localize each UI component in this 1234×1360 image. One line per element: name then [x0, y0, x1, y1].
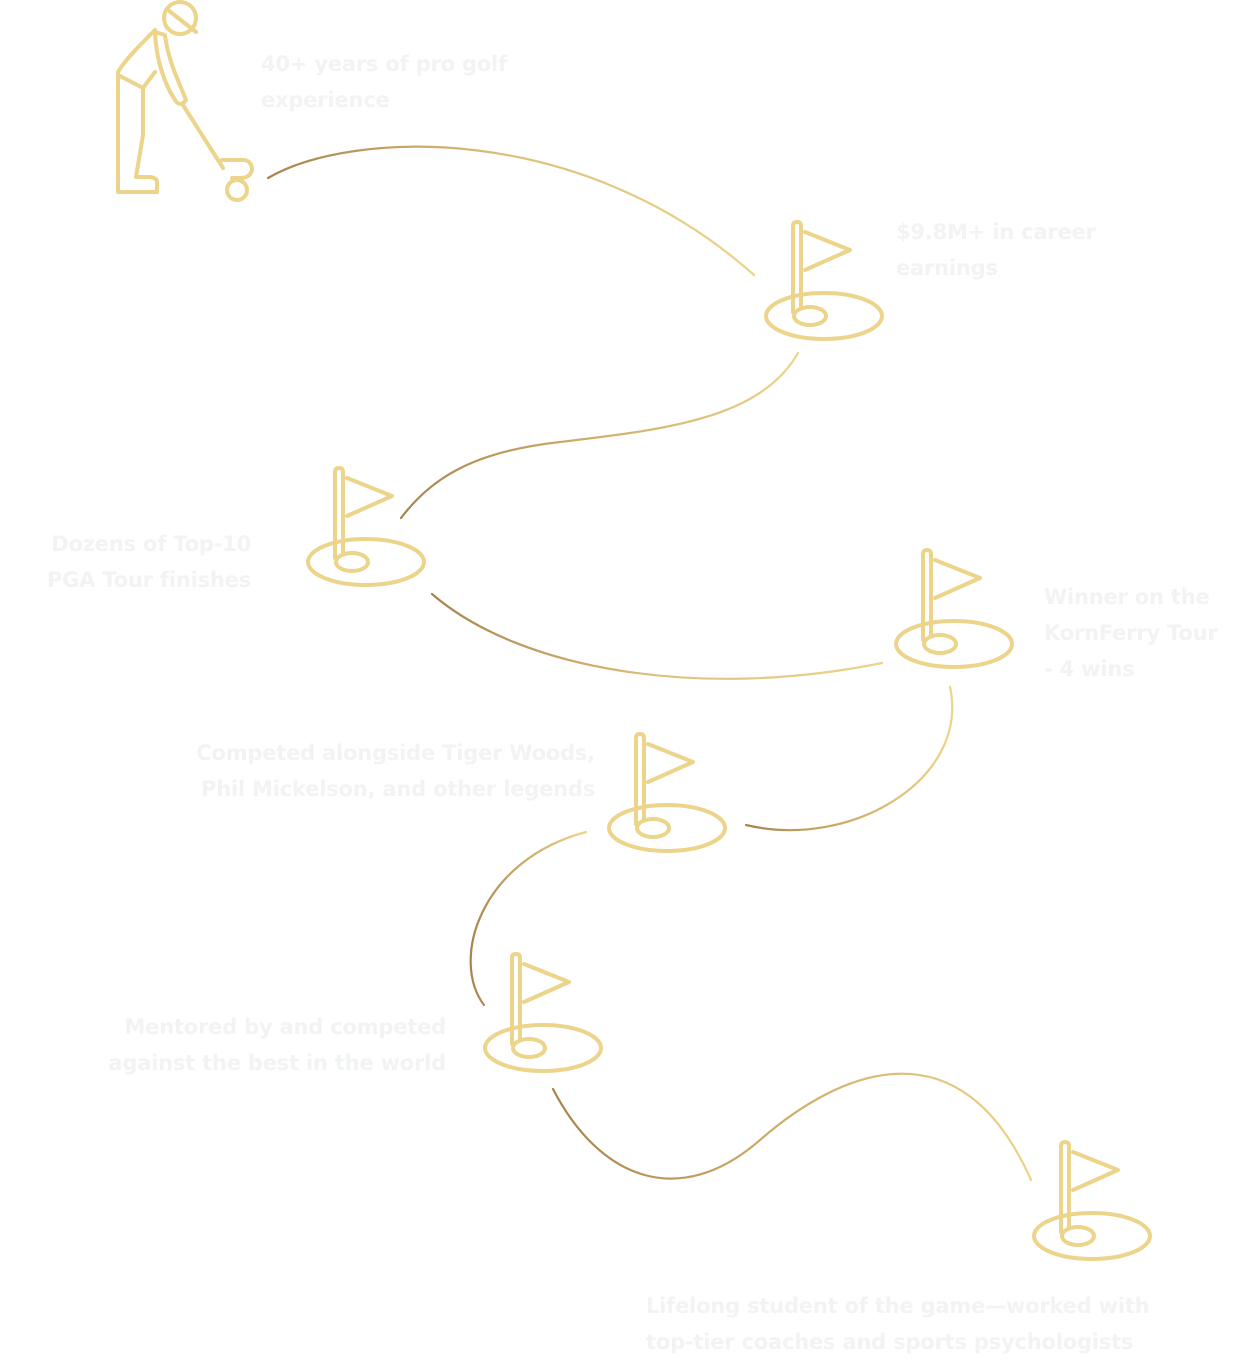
milestone-line: Dozens of Top-10 [51, 532, 251, 556]
golf-flag-icon [1032, 1140, 1152, 1261]
milestone-line: - 4 wins [1044, 657, 1135, 681]
milestone-text: Mentored by and competed against the bes… [108, 1009, 446, 1081]
golf-flag-icon [306, 466, 426, 587]
milestone-line: Mentored by and competed [124, 1015, 446, 1039]
milestone-line: KornFerry Tour [1044, 621, 1218, 645]
milestone-line: Winner on the [1044, 585, 1210, 609]
milestone-text: 40+ years of pro golf experience [261, 46, 507, 118]
path-curve [266, 145, 756, 277]
milestone-line: Competed alongside Tiger Woods, [196, 741, 595, 765]
golfer-icon [116, 0, 254, 202]
milestone-text: Competed alongside Tiger Woods, Phil Mic… [196, 735, 595, 807]
milestone-line: Phil Mickelson, and other legends [201, 777, 595, 801]
milestone-text: Dozens of Top-10 PGA Tour finishes [47, 526, 251, 598]
path-curve [399, 351, 800, 520]
milestone-line: Lifelong student of the game—worked with [646, 1294, 1150, 1318]
milestone-line: top-tier coaches and sports psychologist… [646, 1330, 1134, 1354]
milestone-line: earnings [896, 256, 998, 280]
milestone-line: against the best in the world [108, 1051, 446, 1075]
path-curve [469, 830, 588, 1007]
milestone-line: 40+ years of pro golf [261, 52, 507, 76]
golf-flag-icon [894, 548, 1014, 669]
path-curve [430, 592, 884, 680]
milestone-text: $9.8M+ in career earnings [896, 214, 1096, 286]
path-curve [744, 685, 954, 832]
milestone-text: Lifelong student of the game—worked with… [646, 1288, 1150, 1360]
milestone-text: Winner on the KornFerry Tour - 4 wins [1044, 579, 1218, 687]
milestone-line: experience [261, 88, 390, 112]
path-curve [551, 1072, 1033, 1182]
golf-flag-icon [764, 220, 884, 341]
golf-flag-icon [483, 952, 603, 1073]
golf-flag-icon [607, 732, 727, 853]
milestone-line: PGA Tour finishes [46, 568, 251, 592]
milestone-line: $9.8M+ in career [896, 220, 1096, 244]
